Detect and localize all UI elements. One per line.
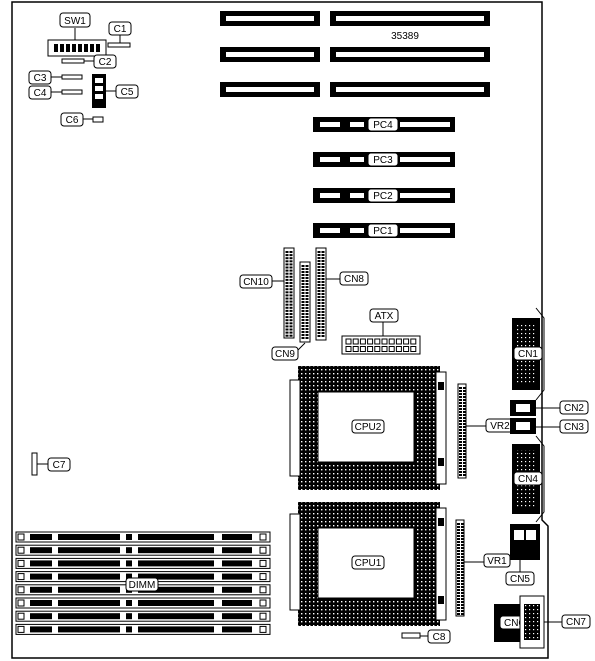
connector-cn3: CN3	[510, 418, 589, 434]
label-cn7: CN7	[566, 617, 586, 628]
label-dimm: DIMM	[129, 580, 156, 591]
pci-slots: PC4 PC3 PC2 PC1	[313, 117, 455, 238]
header-cn9: CN9	[271, 261, 311, 361]
label-cn4: CN4	[518, 474, 538, 485]
connector-cn4: CN4	[512, 435, 545, 523]
connector-cn5: CN5	[505, 524, 540, 586]
label-c4: C4	[34, 88, 47, 99]
pci-slot-pc3: PC3	[313, 152, 455, 167]
label-cn2: CN2	[564, 403, 584, 414]
connector-cn2: CN2	[510, 400, 589, 416]
label-atx: ATX	[375, 311, 394, 322]
capacitor-c8: C8	[401, 629, 451, 644]
label-pc2: PC2	[373, 191, 393, 202]
label-cn1: CN1	[518, 349, 538, 360]
label-cn6: CN6	[504, 618, 524, 629]
label-cn10: CN10	[243, 277, 269, 288]
label-cn5: CN5	[510, 574, 530, 585]
label-sw1: SW1	[64, 16, 86, 27]
label-c3: C3	[34, 73, 47, 84]
label-cn8: CN8	[344, 274, 364, 285]
pci-slot-pc4: PC4	[313, 117, 455, 132]
connector-atx: ATX	[341, 308, 421, 355]
connector-cn7: CN7	[519, 595, 591, 649]
capacitor-c3: C3	[28, 70, 83, 85]
pci-slot-pc1: PC1	[313, 223, 455, 238]
capacitor-c1: C1	[107, 21, 132, 48]
label-c5: C5	[121, 87, 134, 98]
label-pc1: PC1	[373, 226, 393, 237]
label-c6: C6	[66, 115, 79, 126]
pci-slot-pc2: PC2	[313, 188, 455, 203]
header-cn10: CN10	[239, 247, 295, 339]
label-cn9: CN9	[275, 349, 295, 360]
label-vr1: VR1	[487, 556, 507, 567]
cpu2-socket: CPU2	[289, 366, 447, 490]
label-pc3: PC3	[373, 155, 393, 166]
label-vr2: VR2	[490, 421, 510, 432]
capacitor-c7: C7	[31, 452, 71, 476]
capacitor-c2: C2	[61, 54, 117, 69]
label-c2: C2	[99, 57, 112, 68]
vrm-vr2: VR2	[457, 383, 515, 479]
switch-sw1: SW1	[47, 12, 107, 57]
vrm-vr1: VR1	[455, 519, 511, 617]
label-cn3: CN3	[564, 422, 584, 433]
capacitor-c4: C4	[28, 85, 83, 100]
connector-cn1: CN1	[512, 307, 545, 401]
isa-slots	[220, 11, 490, 97]
label-pc4: PC4	[373, 120, 393, 131]
label-cpu2: CPU2	[355, 422, 382, 433]
label-c1: C1	[114, 24, 127, 35]
part-number: 35389	[391, 31, 419, 42]
component-c5: C5	[92, 74, 139, 108]
label-cpu1: CPU1	[355, 558, 382, 569]
label-c8: C8	[433, 632, 446, 643]
header-cn8: CN8	[315, 247, 369, 341]
cpu1-socket: CPU1	[289, 502, 447, 626]
label-c7: C7	[53, 460, 66, 471]
capacitor-c6: C6	[60, 112, 104, 127]
